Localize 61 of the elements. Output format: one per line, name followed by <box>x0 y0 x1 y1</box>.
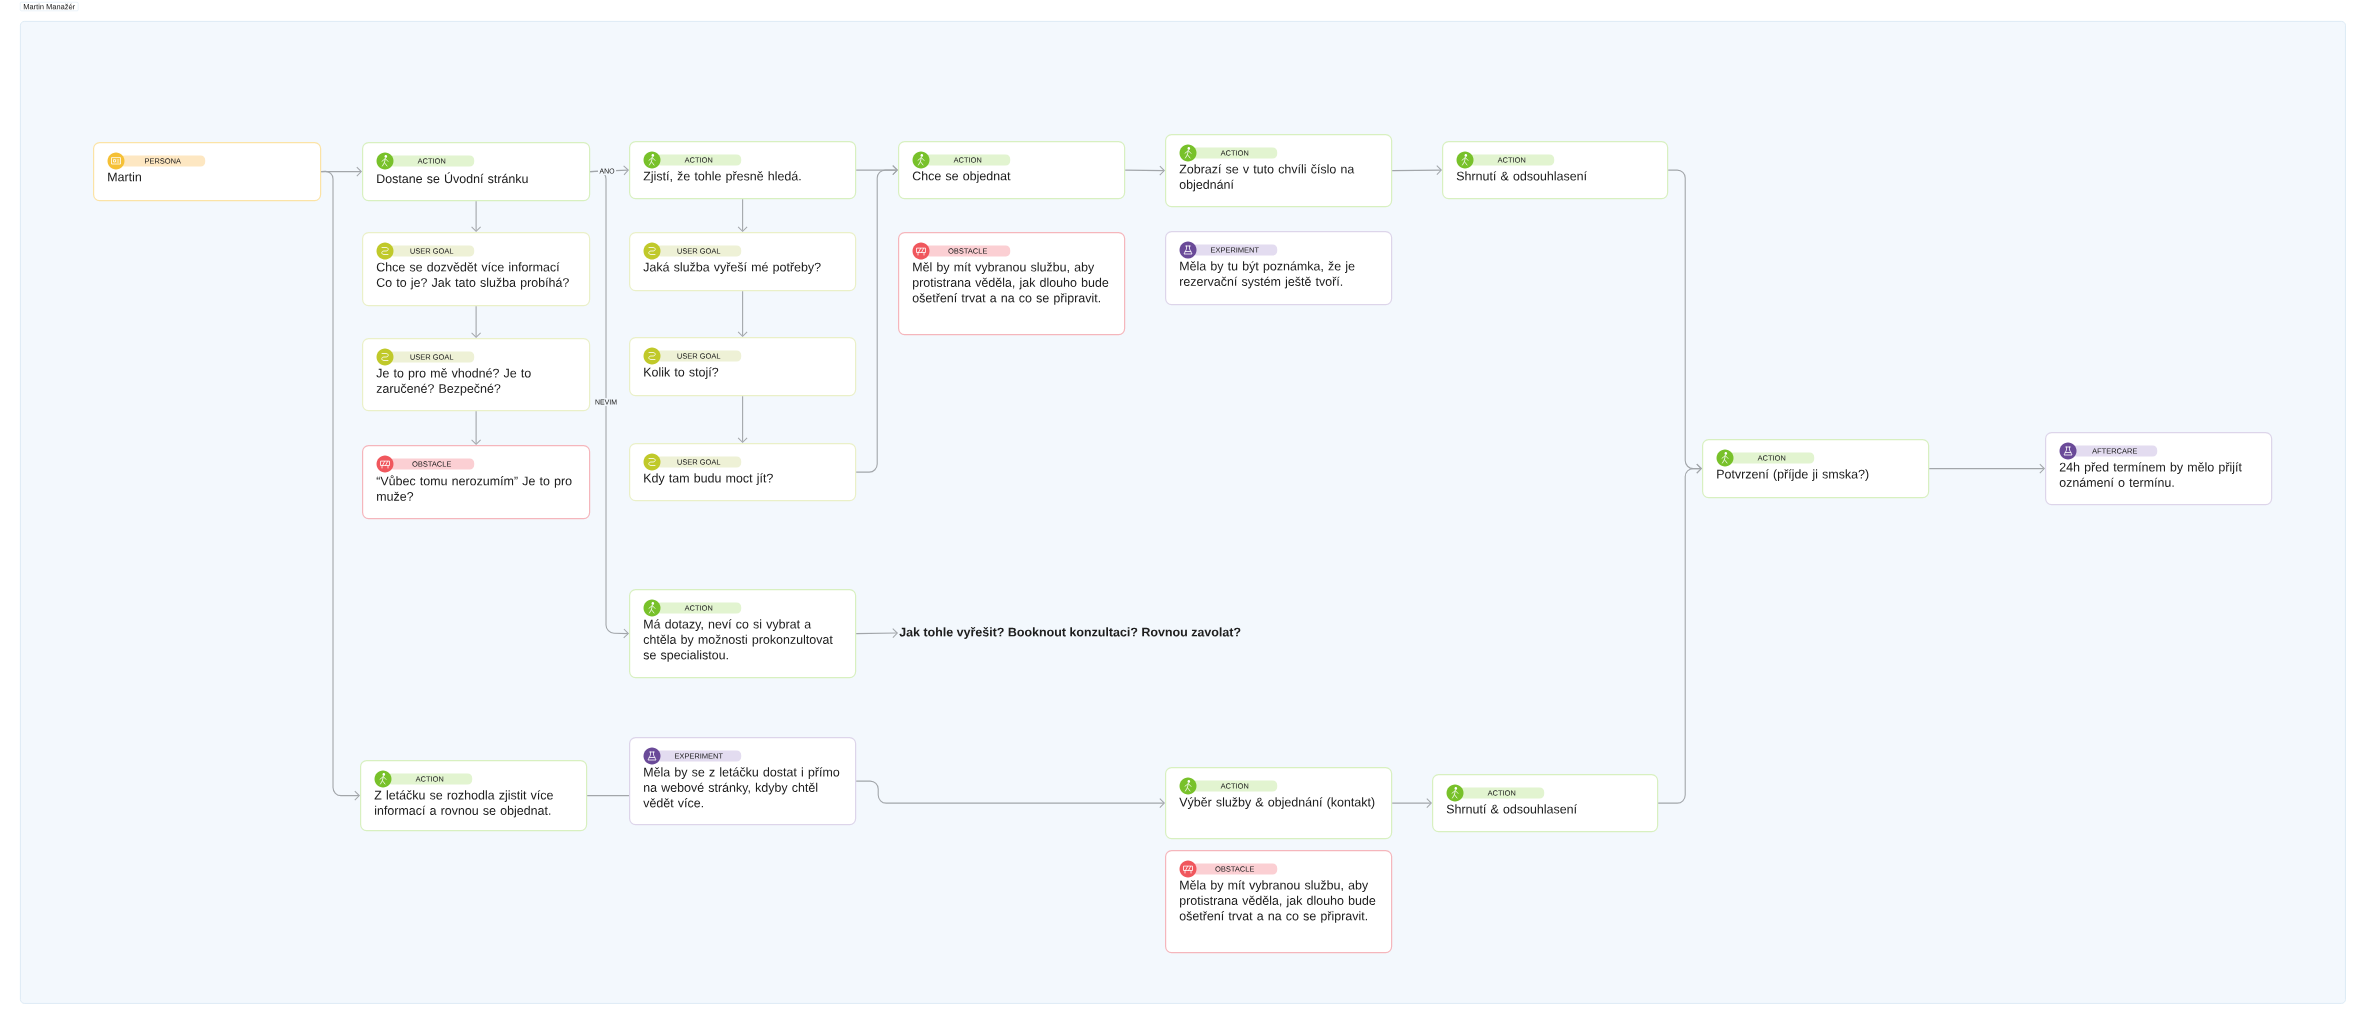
card <box>93 142 322 202</box>
card <box>629 589 857 679</box>
arrow <box>1928 463 2045 474</box>
arrow <box>471 200 482 232</box>
card <box>1165 134 1393 208</box>
card-text: Měla by se z letáčku dostat i přímo na webové stránky, kdyby chtěl vědět více. <box>643 767 840 808</box>
card-text: Je to pro mě vhodné? Je to zaručené? Bezpečné? <box>376 368 531 396</box>
card-text: Z letáčku se rozhodla zjistit více informací a rovnou se objednat. <box>374 790 553 818</box>
card <box>629 141 857 200</box>
card <box>1432 774 1659 833</box>
arrow <box>737 395 748 443</box>
card-text: Měla by tu být poznámka, že je rezervační systém ještě tvoří. <box>1180 261 1355 289</box>
card <box>629 337 857 397</box>
card <box>362 232 591 307</box>
card-text: Má dotazy, neví co si vybrat a chtěla by možnosti prokonzultovat se specialistou. <box>643 619 833 662</box>
arrow <box>1124 165 1165 176</box>
card-text: Chce se dozvědět více informací Co to je? Jak tato služba probíhá? <box>376 262 569 290</box>
card-text: 24h před termínem by mělo přijít oznámení o termínu. <box>2059 462 2242 487</box>
card <box>362 445 591 520</box>
card-text: Kolik to stojí? <box>644 367 719 379</box>
connector-line <box>586 795 630 797</box>
arrow <box>1657 463 1702 804</box>
arrow <box>320 170 360 801</box>
card <box>362 338 591 412</box>
card <box>898 141 1126 200</box>
card-text: Měl by mít vybranou službu, aby protistrana věděla, jak dlouho bude ošetření trvat a na co se připravit. <box>912 262 1109 305</box>
arrow <box>855 780 1165 809</box>
arrow <box>737 290 748 337</box>
card-text: Martin <box>108 172 141 182</box>
card-text: Potvrzení (příjde ji smska?) <box>1717 469 1869 481</box>
arrow <box>589 170 629 639</box>
arrow <box>471 410 482 445</box>
card-text: Jaká služba vyřeší mé potřeby? <box>643 262 821 274</box>
card <box>1702 439 1930 499</box>
card <box>1442 141 1669 200</box>
card <box>629 737 857 826</box>
card <box>629 443 857 502</box>
card <box>362 142 591 202</box>
card-text: Zobrazí se v tuto chvíli číslo na objednání <box>1179 164 1355 192</box>
card <box>898 232 1126 336</box>
card-text: Kdy tam budu moct jít? <box>644 473 773 485</box>
card-text: “Vůbec tomu nerozumím” Je to pro muže? <box>376 475 572 501</box>
arrow <box>737 198 748 232</box>
card <box>1165 850 1393 954</box>
card <box>629 232 857 292</box>
card-text: Chce se objednat <box>912 171 1011 183</box>
card <box>2045 432 2273 506</box>
card-text: Výběr služby & objednání (kontakt) <box>1179 797 1375 809</box>
card-text: Měla by mít vybranou službu, aby protistrana věděla, jak dlouho bude ošetření trvat a na co se připravit. <box>1179 880 1376 923</box>
question-text: Jak tohle vyřešit? Booknout konzultaci? Rovnou zavolat? <box>899 627 1241 639</box>
card-text: Shrnutí & odsouhlasení <box>1456 171 1587 181</box>
arrow <box>1391 798 1432 809</box>
card-text: Dostane se Úvodní stránku <box>377 172 528 184</box>
card <box>1165 231 1393 306</box>
arrow <box>1391 165 1442 176</box>
arrow <box>855 628 898 639</box>
arrow <box>471 305 482 338</box>
card-text: Shrnutí & odsouhlasení <box>1446 804 1577 814</box>
card-text: Zjistí, že tohle přesně hledá. <box>643 171 801 183</box>
card <box>1165 767 1393 840</box>
card <box>360 760 588 832</box>
